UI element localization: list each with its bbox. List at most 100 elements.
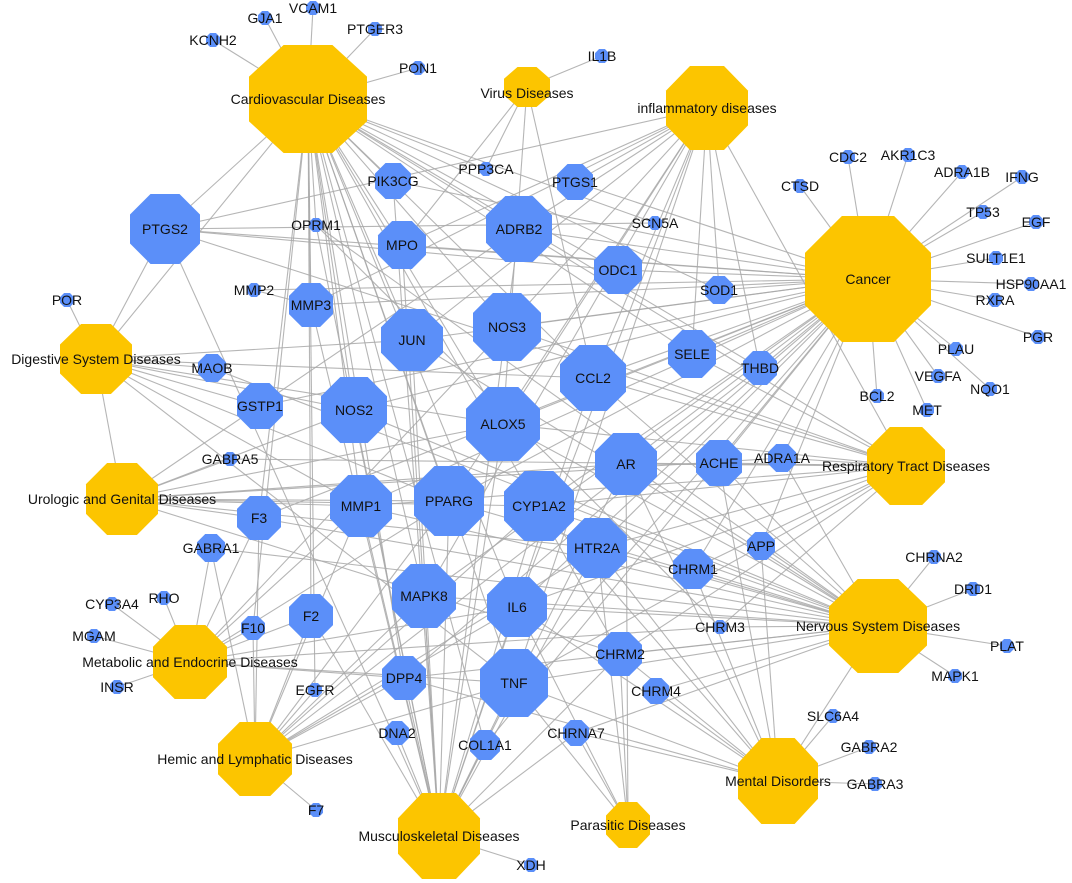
target-node-ifng[interactable] — [1015, 170, 1029, 184]
target-node-nqo1[interactable] — [983, 382, 997, 396]
target-node-adra1b[interactable] — [955, 165, 969, 179]
target-node-ccl2[interactable] — [560, 345, 626, 411]
target-node-ptger3[interactable] — [368, 22, 382, 36]
target-node-maob[interactable] — [198, 354, 226, 382]
target-node-ptgs1[interactable] — [557, 164, 593, 200]
disease-node-digest[interactable] — [60, 324, 132, 394]
target-node-insr[interactable] — [110, 680, 124, 694]
target-node-plau[interactable] — [949, 342, 963, 356]
target-node-oprm1[interactable] — [309, 218, 323, 232]
target-node-rho[interactable] — [157, 591, 171, 605]
target-node-cyp3a4[interactable] — [105, 597, 119, 611]
target-node-hsp90aa1[interactable] — [1024, 277, 1038, 291]
target-node-dpp4[interactable] — [382, 656, 426, 700]
target-node-il1b[interactable] — [595, 49, 609, 63]
target-node-pon1[interactable] — [411, 61, 425, 75]
target-node-egfr[interactable] — [308, 683, 322, 697]
disease-node-hemic[interactable] — [218, 722, 292, 796]
target-node-sele[interactable] — [668, 330, 716, 378]
target-node-chrm1[interactable] — [673, 549, 713, 589]
target-node-rxra[interactable] — [988, 293, 1002, 307]
target-node-vegfa[interactable] — [931, 369, 945, 383]
target-node-pgr[interactable] — [1031, 330, 1045, 344]
disease-node-musculo[interactable] — [398, 793, 480, 879]
disease-node-mental[interactable] — [738, 738, 818, 824]
target-node-met[interactable] — [920, 403, 934, 417]
target-node-tnf[interactable] — [480, 649, 548, 717]
target-label-odc1: ODC1 — [599, 262, 638, 278]
target-node-pparg[interactable] — [414, 466, 484, 536]
target-node-nos3[interactable] — [473, 293, 541, 361]
target-node-cyp1a2[interactable] — [504, 471, 574, 541]
target-node-mmp1[interactable] — [330, 475, 392, 537]
target-node-app[interactable] — [747, 532, 775, 560]
disease-node-resp[interactable] — [867, 427, 945, 505]
disease-node-nervous[interactable] — [829, 579, 927, 673]
target-node-chrna7[interactable] — [563, 720, 589, 746]
target-node-chrm3[interactable] — [713, 620, 727, 634]
disease-node-cancer[interactable] — [805, 216, 931, 342]
target-node-chrm4[interactable] — [643, 678, 669, 704]
target-node-ar[interactable] — [595, 433, 657, 495]
target-node-col1a1[interactable] — [470, 730, 500, 760]
target-node-kcnh2[interactable] — [206, 33, 220, 47]
target-node-egf[interactable] — [1029, 215, 1043, 229]
target-node-xdh[interactable] — [524, 858, 538, 872]
target-node-alox5[interactable] — [466, 387, 540, 461]
target-node-mpo[interactable] — [378, 221, 426, 269]
target-node-gabra2[interactable] — [862, 740, 876, 754]
target-node-ctsd[interactable] — [793, 179, 807, 193]
target-node-adra1a[interactable] — [768, 444, 796, 472]
target-node-scn5a[interactable] — [648, 216, 662, 230]
disease-node-uro[interactable] — [86, 463, 158, 535]
target-node-gabra1[interactable] — [197, 534, 225, 562]
target-node-tp53[interactable] — [976, 205, 990, 219]
target-node-pik3cg[interactable] — [375, 163, 411, 199]
target-node-por[interactable] — [60, 293, 74, 307]
target-node-mapk8[interactable] — [392, 564, 456, 628]
target-node-mapk1[interactable] — [948, 669, 962, 683]
target-node-ppp3ca[interactable] — [479, 162, 493, 176]
target-node-f10[interactable] — [241, 616, 265, 640]
target-node-chrna2[interactable] — [927, 550, 941, 564]
target-node-ptgs2[interactable] — [130, 194, 200, 264]
target-node-ache[interactable] — [696, 440, 742, 486]
disease-node-cardio[interactable] — [249, 45, 367, 153]
target-node-sult1e1[interactable] — [989, 251, 1003, 265]
target-node-f7[interactable] — [309, 803, 323, 817]
target-label-chrm1: CHRM1 — [668, 561, 718, 577]
disease-node-virus[interactable] — [504, 67, 550, 107]
target-node-f2[interactable] — [289, 594, 333, 638]
target-node-thbd[interactable] — [743, 351, 777, 385]
target-node-gabra5[interactable] — [223, 452, 237, 466]
target-node-gabra3[interactable] — [868, 777, 882, 791]
disease-node-metab[interactable] — [153, 625, 227, 699]
target-node-sod1[interactable] — [705, 276, 733, 304]
target-node-akr1c3[interactable] — [901, 148, 915, 162]
target-node-jun[interactable] — [381, 309, 443, 371]
target-label-ctsd: CTSD — [781, 178, 819, 194]
target-node-gja1[interactable] — [258, 11, 272, 25]
target-node-adrb2[interactable] — [486, 196, 552, 262]
target-label-alox5: ALOX5 — [480, 416, 525, 432]
target-node-mmp3[interactable] — [289, 283, 333, 327]
target-node-drd1[interactable] — [966, 582, 980, 596]
target-node-bcl2[interactable] — [870, 389, 884, 403]
target-node-htr2a[interactable] — [567, 518, 627, 578]
target-node-nos2[interactable] — [321, 377, 387, 443]
target-node-gstp1[interactable] — [237, 383, 283, 429]
target-node-chrm2[interactable] — [598, 632, 642, 676]
target-node-f3[interactable] — [237, 496, 281, 540]
disease-node-parasit[interactable] — [606, 802, 650, 848]
target-node-mmp2[interactable] — [247, 283, 261, 297]
target-node-plat[interactable] — [1000, 639, 1014, 653]
target-node-slc6a4[interactable] — [826, 709, 840, 723]
target-node-il6[interactable] — [487, 577, 547, 637]
target-node-dna2[interactable] — [385, 721, 409, 745]
disease-node-inflam[interactable] — [666, 66, 748, 150]
target-node-odc1[interactable] — [594, 246, 642, 294]
target-label-f7: F7 — [308, 802, 325, 818]
target-node-cdc2[interactable] — [841, 150, 855, 164]
target-node-mgam[interactable] — [87, 629, 101, 643]
target-node-vcam1[interactable] — [306, 1, 320, 15]
